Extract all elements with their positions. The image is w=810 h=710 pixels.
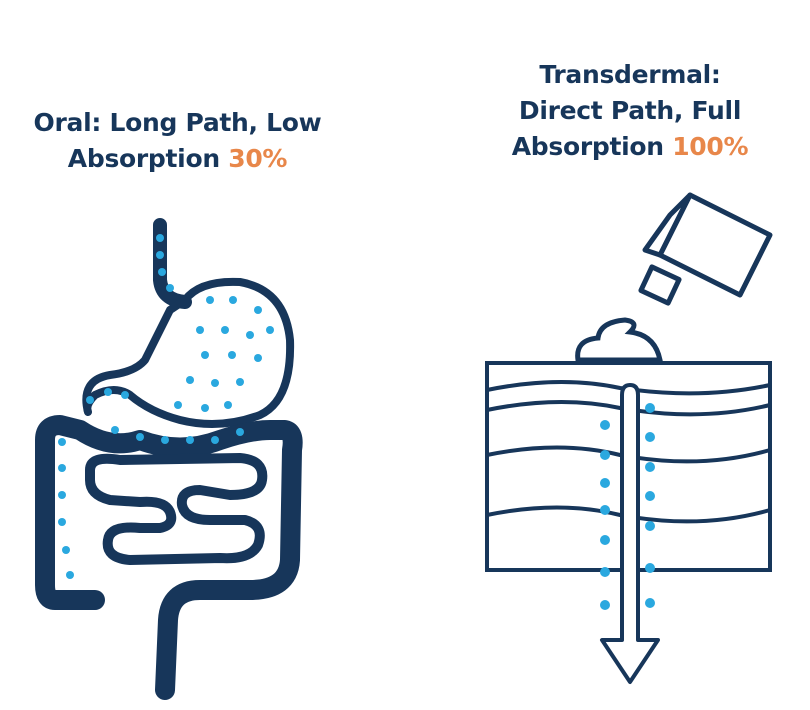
transdermal-title-line3: Absorption 100% [480, 129, 780, 165]
oral-title: Oral: Long Path, Low Absorption 30% [0, 105, 355, 177]
oral-percent: 30% [228, 144, 288, 173]
transdermal-title-line2: Direct Path, Full [518, 96, 742, 125]
digestive-system-icon [35, 218, 303, 700]
cream-blob-icon [575, 317, 664, 363]
arrow-down-icon [600, 383, 660, 684]
oral-absorption-label: Absorption [67, 144, 220, 173]
transdermal-title: Transdermal: Direct Path, Full Absorptio… [480, 57, 780, 165]
stomach-icon [82, 277, 295, 428]
colon-icon [35, 415, 303, 700]
cream-tube-icon [638, 192, 773, 306]
oral-title-line1: Oral: Long Path, Low [33, 108, 322, 137]
transdermal-drug-dots [600, 403, 655, 610]
oral-drug-dots [58, 234, 274, 579]
transdermal-percent: 100% [672, 132, 749, 161]
small-intestine-icon [85, 453, 268, 565]
transdermal-title-line1: Transdermal: [539, 60, 721, 89]
oral-title-line2: Absorption 30% [0, 141, 355, 177]
transdermal-absorption-label: Absorption [511, 132, 664, 161]
